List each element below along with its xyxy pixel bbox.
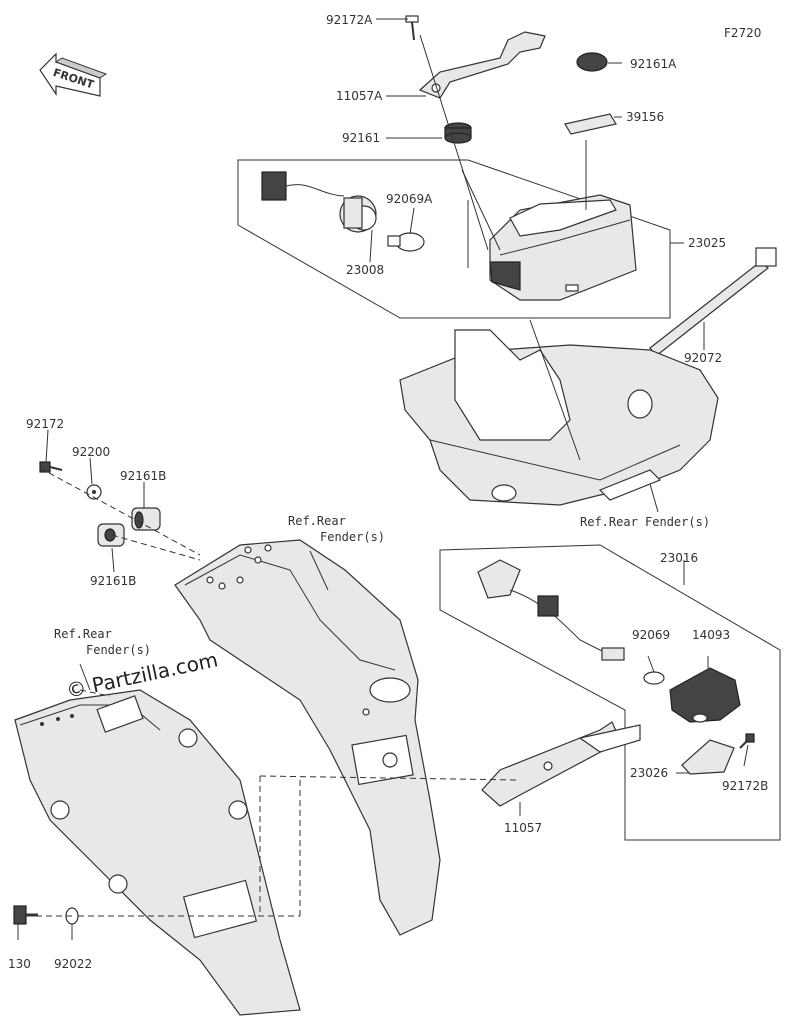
label-23026: 23026 <box>630 766 668 780</box>
bracket-11057a <box>418 31 546 99</box>
socket-23016 <box>477 559 625 661</box>
bulb-92069a <box>387 232 425 252</box>
screw-92172b <box>739 733 755 749</box>
tail-light-23025 <box>489 194 637 301</box>
label-23008: 23008 <box>346 263 384 277</box>
bolt-92172 <box>39 461 63 473</box>
pad-39156 <box>564 113 617 135</box>
label-92022: 92022 <box>54 957 92 971</box>
label-92161a: 92161A <box>630 57 677 71</box>
rear-fender-upper <box>399 329 719 506</box>
label-92161b-top: 92161B <box>120 469 166 483</box>
ref-rear-fender-center-line1: Ref.Rear <box>288 514 346 528</box>
washer-92200 <box>86 484 102 500</box>
bulb-92069 <box>643 671 665 685</box>
lens-23026 <box>681 739 735 775</box>
label-14093: 14093 <box>692 628 730 642</box>
label-11057a: 11057A <box>336 89 383 103</box>
label-92069a: 92069A <box>386 192 433 206</box>
socket-23008 <box>261 171 377 233</box>
rear-fender-lower <box>14 689 301 1016</box>
label-92161b-bottom: 92161B <box>90 574 136 588</box>
label-92161: 92161 <box>342 131 380 145</box>
grommet-92161b-top <box>131 507 161 531</box>
figure-code: F2720 <box>724 26 761 40</box>
grommet-92161b-bottom <box>97 523 125 547</box>
label-92200: 92200 <box>72 445 110 459</box>
label-23025: 23025 <box>688 236 726 250</box>
label-92172b: 92172B <box>722 779 768 793</box>
label-92172a: 92172A <box>326 13 373 27</box>
group-box-23016 <box>439 544 781 841</box>
leader-lines <box>17 18 749 940</box>
label-92172: 92172 <box>26 417 64 431</box>
label-39156: 39156 <box>626 110 664 124</box>
grommet-92161 <box>444 122 472 144</box>
label-130: 130 <box>8 957 31 971</box>
bolt-130 <box>13 905 38 925</box>
label-92069: 92069 <box>632 628 670 642</box>
label-11057: 11057 <box>504 821 542 835</box>
strap-92072 <box>649 247 777 357</box>
screw-92172a <box>405 15 419 41</box>
bracket-11057 <box>481 721 641 807</box>
ref-rear-fender-left-line2: Fender(s) <box>86 643 151 657</box>
rear-fender-center <box>174 539 441 936</box>
label-92072: 92072 <box>684 351 722 365</box>
cap-92161a <box>576 52 608 72</box>
front-arrow-icon: FRONT <box>39 52 108 97</box>
ref-rear-fender-left-line1: Ref.Rear <box>54 627 112 641</box>
group-box-23025 <box>237 159 671 319</box>
ref-rear-fender-right: Ref.Rear Fender(s) <box>580 515 710 529</box>
dashed-lines <box>36 467 521 917</box>
label-23016: 23016 <box>660 551 698 565</box>
ref-rear-fender-center-line2: Fender(s) <box>320 530 385 544</box>
lens-14093 <box>669 667 741 723</box>
